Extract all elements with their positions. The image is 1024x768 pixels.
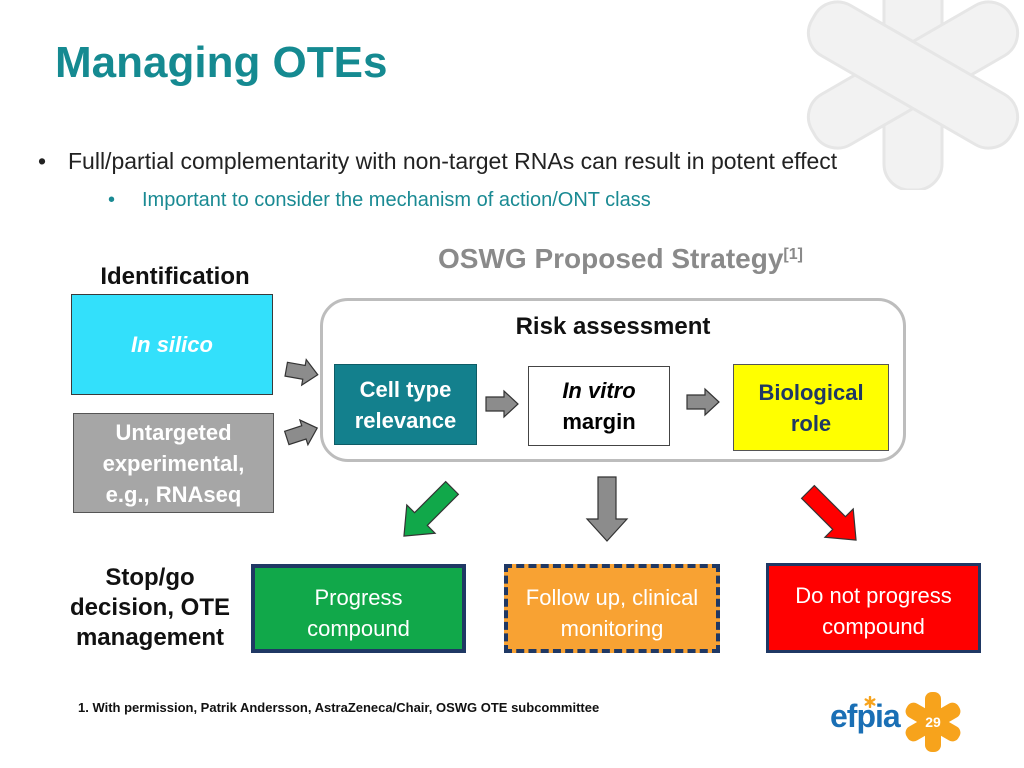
in-silico-box: In silico: [71, 294, 273, 395]
page-number: 29: [925, 714, 941, 730]
follow-up-line-2: monitoring: [560, 616, 664, 641]
bullet-level1-text: Full/partial complementarity with non-ta…: [68, 148, 838, 174]
page-number-asterisk-icon: [905, 692, 961, 752]
arrow-invitro-to-biological-icon: [686, 387, 720, 417]
stop-go-line-1: Stop/go: [105, 564, 195, 591]
in-vitro-line-2: margin: [562, 409, 636, 434]
progress-compound-box: Progress compound: [251, 564, 466, 653]
page-title: Managing OTEs: [55, 38, 388, 87]
follow-up-box: Follow up, clinical monitoring: [504, 564, 720, 653]
do-not-progress-box: Do not progress compound: [766, 563, 981, 653]
stop-go-header: Stop/go decision, OTE management: [55, 563, 245, 653]
do-not-line-2: compound: [822, 614, 925, 639]
in-vitro-line-1: In vitro: [562, 378, 636, 403]
cell-type-relevance-box: Cell type relevance: [334, 364, 477, 445]
progress-line-2: compound: [307, 616, 410, 641]
stop-go-line-2: decision, OTE: [69, 594, 231, 621]
footnote: 1. With permission, Patrik Andersson, As…: [78, 700, 600, 715]
cell-type-line-2: relevance: [354, 407, 457, 433]
arrow-to-followup-icon: [585, 476, 629, 542]
bullet-dot-icon: •: [38, 148, 47, 174]
follow-up-line-1: Follow up, clinical: [525, 585, 699, 610]
strategy-title: OSWG Proposed Strategy[1]: [438, 243, 803, 275]
untargeted-line-2: experimental,: [102, 450, 245, 476]
identification-header: Identification: [100, 263, 250, 290]
bullet-level1: • Full/partial complementarity with non-t…: [38, 148, 837, 175]
risk-assessment-label: Risk assessment: [515, 313, 711, 340]
progress-line-1: Progress: [314, 585, 403, 610]
biological-line-2: role: [790, 410, 832, 436]
in-vitro-margin-box: In vitro margin: [528, 366, 670, 446]
arrow-to-progress-icon: [403, 480, 460, 537]
bullet-level2-text: Important to consider the mechanism of a…: [142, 189, 651, 211]
untargeted-line-3: e.g., RNAseq: [105, 481, 242, 507]
stop-go-line-3: management: [75, 624, 225, 651]
strategy-ref: [1]: [783, 246, 803, 263]
background-asterisk-watermark: [806, 0, 1020, 190]
cell-type-line-1: Cell type: [359, 376, 452, 402]
untargeted-line-1: Untargeted: [115, 419, 232, 445]
bullet-dot-icon: •: [108, 189, 116, 211]
bullet-level2: • Important to consider the mechanism of …: [108, 189, 651, 212]
arrow-to-donot-icon: [800, 484, 857, 541]
arrow-untargeted-to-risk-icon: [283, 418, 319, 447]
asterisk-logo-icon: [864, 696, 876, 708]
arrow-insilico-to-risk-icon: [284, 358, 319, 387]
biological-role-box: Biological role: [733, 364, 889, 451]
do-not-line-1: Do not progress: [795, 583, 952, 608]
arrow-celltype-to-invitro-icon: [485, 389, 519, 419]
strategy-title-text: OSWG Proposed Strategy: [438, 243, 784, 274]
untargeted-box: Untargeted experimental, e.g., RNAseq: [73, 413, 274, 513]
biological-line-1: Biological: [758, 379, 864, 405]
